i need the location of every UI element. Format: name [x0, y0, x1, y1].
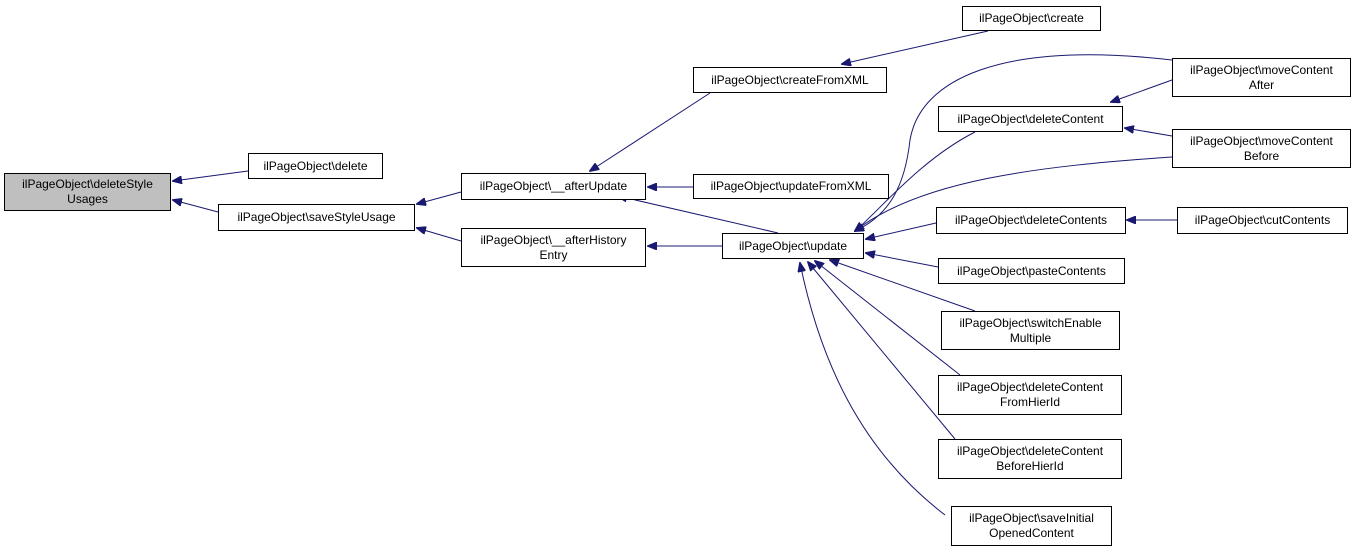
node-label: ilPageObject\saveStyleUsage: [237, 210, 396, 224]
edge-deleteContentFromHierId-to-update: [815, 261, 961, 376]
node-label: After: [1248, 77, 1275, 92]
edge-moveContentAfter-to-update: [855, 54, 1173, 231]
node-label: ilPageObject\update: [738, 238, 848, 253]
node-label: ilPageObject\moveContent: [1190, 62, 1333, 77]
node-label: ilPageObject\pasteContents: [957, 263, 1106, 278]
node-label: ilPageObject\cutContents: [1194, 213, 1331, 227]
edge-saveInitialOpenedContent-to-update: [800, 263, 946, 516]
edge-moveContentAfter-to-deleteContent: [1111, 79, 1173, 102]
node-label: ilPageObject\updateFromXML: [710, 179, 872, 193]
node-label: ilPageObject\createFromXML: [711, 72, 869, 87]
node-cutContents[interactable]: ilPageObject\cutContents: [1177, 207, 1348, 234]
node-label: Entry: [539, 247, 568, 262]
node-update[interactable]: ilPageObject\update: [722, 233, 864, 259]
node-label: ilPageObject\switchEnable: [959, 315, 1102, 330]
edge-create-to-createFromXML: [842, 30, 989, 64]
node-delete[interactable]: ilPageObject\delete: [248, 153, 383, 179]
edge-moveContentBefore-to-deleteContent: [1125, 128, 1173, 137]
node-label: ilPageObject\deleteContent: [956, 380, 1104, 394]
edge-deleteContentBeforeHierId-to-update: [808, 262, 956, 440]
node-label: BeforeHierId: [996, 459, 1064, 473]
edge-update-to-afterUpdate: [618, 196, 779, 234]
edge-delete-to-deleteStyleUsages: [173, 170, 249, 181]
node-afterUpdate[interactable]: ilPageObject\__afterUpdate: [461, 173, 646, 200]
node-pasteContents[interactable]: ilPageObject\pasteContents: [938, 258, 1125, 284]
node-label: ilPageObject\delete: [263, 158, 368, 173]
node-label: ilPageObject\create: [979, 11, 1084, 25]
node-deleteContents[interactable]: ilPageObject\deleteContents: [936, 207, 1126, 234]
node-label: Multiple: [1009, 330, 1052, 345]
node-label: ilPageObject\deleteContent: [957, 111, 1104, 126]
edge-switchEnableMultiple-to-update: [830, 260, 976, 312]
edge-afterUpdate-to-saveStyleUsage: [417, 191, 462, 204]
node-createFromXML[interactable]: ilPageObject\createFromXML: [693, 67, 887, 93]
node-label: ilPageObject\deleteStyle: [22, 177, 153, 191]
edge-saveStyleUsage-to-deleteStyleUsages: [173, 200, 219, 213]
node-label: ilPageObject\saveInitial: [969, 511, 1094, 525]
edge-moveContentBefore-to-update: [855, 156, 1173, 231]
edge-afterHistoryEntry-to-saveStyleUsage: [417, 228, 462, 242]
node-label: FromHierId: [999, 395, 1060, 409]
node-label: ilPageObject\__afterUpdate: [479, 179, 628, 193]
node-label: Usages: [67, 192, 108, 206]
edge-pasteContents-to-update: [866, 253, 939, 268]
node-label: ilPageObject\deleteContents: [954, 213, 1108, 227]
node-create[interactable]: ilPageObject\create: [962, 6, 1101, 31]
node-label: ilPageObject\__afterHistory: [480, 232, 627, 247]
node-label: ilPageObject\moveContent: [1190, 133, 1333, 148]
edge-deleteContents-to-update: [866, 222, 937, 239]
node-label: ilPageObject\deleteContent: [956, 444, 1104, 458]
node-label: OpenedContent: [989, 526, 1074, 540]
node-label: Before: [1243, 148, 1280, 163]
node-updateFromXML[interactable]: ilPageObject\updateFromXML: [693, 174, 889, 199]
node-saveStyleUsage[interactable]: ilPageObject\saveStyleUsage: [218, 204, 415, 231]
node-deleteContent[interactable]: ilPageObject\deleteContent: [938, 106, 1123, 132]
edge-createFromXML-to-afterUpdate: [590, 92, 711, 171]
